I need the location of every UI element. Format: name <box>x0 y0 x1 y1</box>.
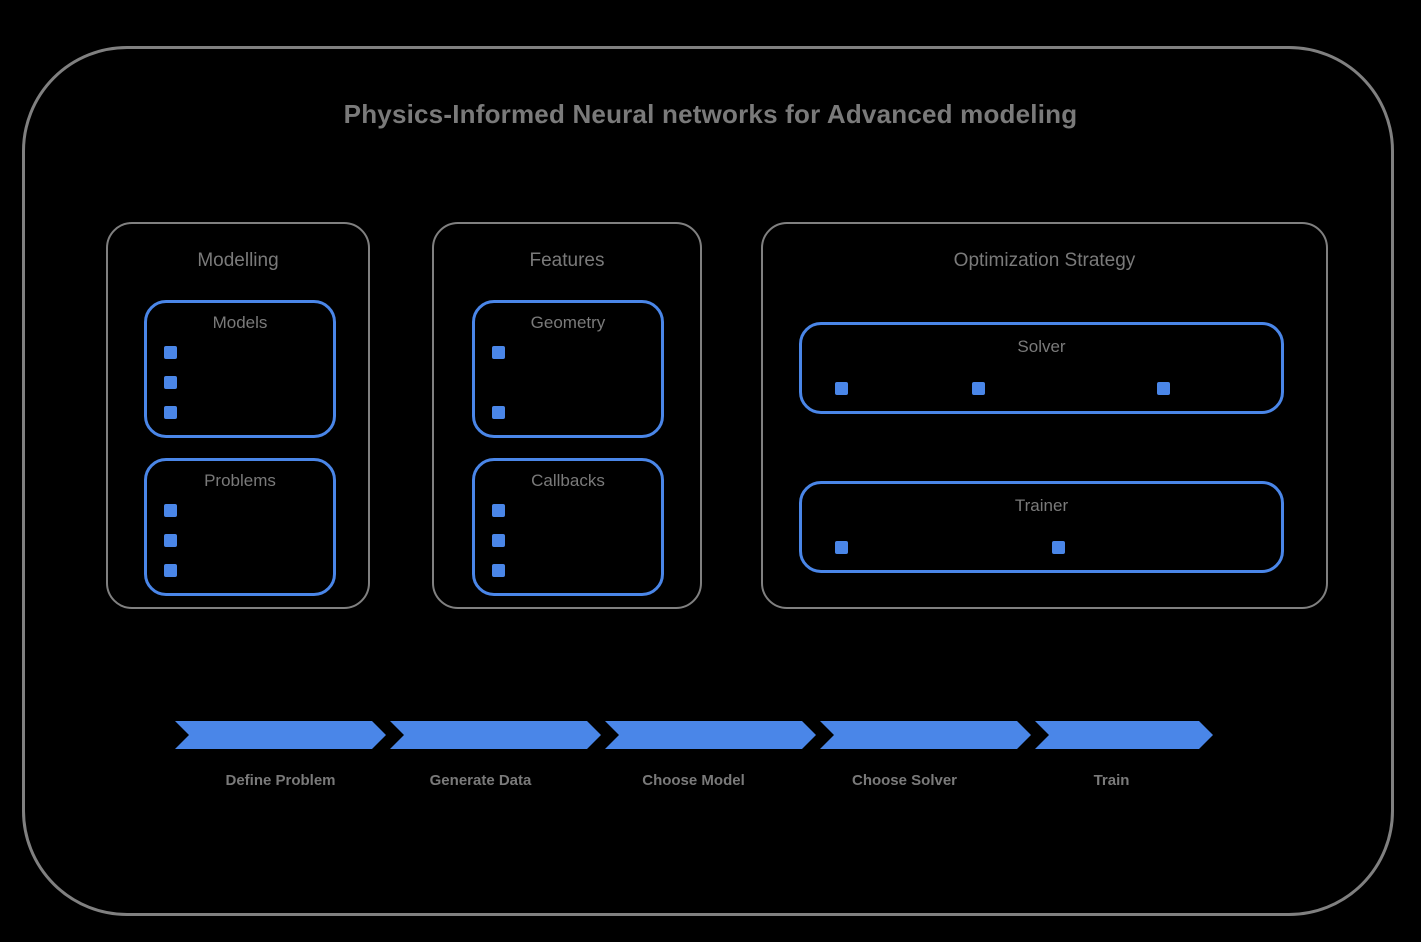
sub-title-solver: Solver <box>1017 337 1066 356</box>
page-title: Physics-Informed Neural networks for Adv… <box>343 99 1078 129</box>
pipeline-step-choose-solver[interactable] <box>820 721 1031 749</box>
bullet-marker <box>164 403 180 419</box>
bullet-marker <box>164 531 180 547</box>
sub-box-problems[interactable]: Problems <box>144 458 336 596</box>
sub-box-models[interactable]: Models <box>144 300 336 438</box>
bullet-marker <box>164 561 180 577</box>
bullet-marker <box>164 343 180 359</box>
sub-title-geometry: Geometry <box>530 313 606 332</box>
pipeline-label-train: Train <box>1093 772 1130 789</box>
group-title-optimization-strategy: Optimization Strategy <box>953 250 1136 271</box>
bullet-marker <box>164 373 180 389</box>
pipeline-label-choose-solver: Choose Solver <box>851 772 958 789</box>
bullet-marker <box>972 379 988 395</box>
bullet-marker <box>1052 538 1068 554</box>
bullet-marker <box>492 561 508 577</box>
group-box-optimization-strategy[interactable]: Optimization Strategy <box>761 222 1328 609</box>
sub-box-solver[interactable]: Solver <box>799 322 1284 414</box>
pipeline-label-define-problem: Define Problem <box>225 772 336 789</box>
sub-title-callbacks: Callbacks <box>531 471 605 490</box>
sub-title-problems: Problems <box>204 471 276 490</box>
bullet-marker <box>1157 379 1173 395</box>
pipeline-step-train[interactable] <box>1035 721 1213 749</box>
group-box-modelling[interactable]: Modelling <box>106 222 370 609</box>
sub-box-callbacks[interactable]: Callbacks <box>472 458 664 596</box>
pipeline-step-choose-model[interactable] <box>605 721 816 749</box>
pipeline-label-choose-model: Choose Model <box>642 772 745 789</box>
bullet-marker <box>835 379 851 395</box>
pipeline-label-generate-data: Generate Data <box>429 772 532 789</box>
pipeline-step-define-problem[interactable] <box>175 721 386 749</box>
sub-title-models: Models <box>212 313 268 332</box>
outer-frame <box>22 46 1394 916</box>
bullet-marker <box>492 403 508 419</box>
bullet-marker <box>492 343 508 359</box>
group-title-modelling: Modelling <box>197 250 279 271</box>
pipeline-step-generate-data[interactable] <box>390 721 601 749</box>
bullet-marker <box>835 538 851 554</box>
group-title-features: Features <box>529 250 605 271</box>
group-box-features[interactable]: Features <box>432 222 702 609</box>
sub-box-trainer[interactable]: Trainer <box>799 481 1284 573</box>
bullet-marker <box>164 501 180 517</box>
pipeline-flow <box>175 721 1213 749</box>
bullet-marker <box>492 531 508 547</box>
sub-title-trainer: Trainer <box>1014 496 1069 515</box>
bullet-marker <box>492 501 508 517</box>
sub-box-geometry[interactable]: Geometry <box>472 300 664 438</box>
